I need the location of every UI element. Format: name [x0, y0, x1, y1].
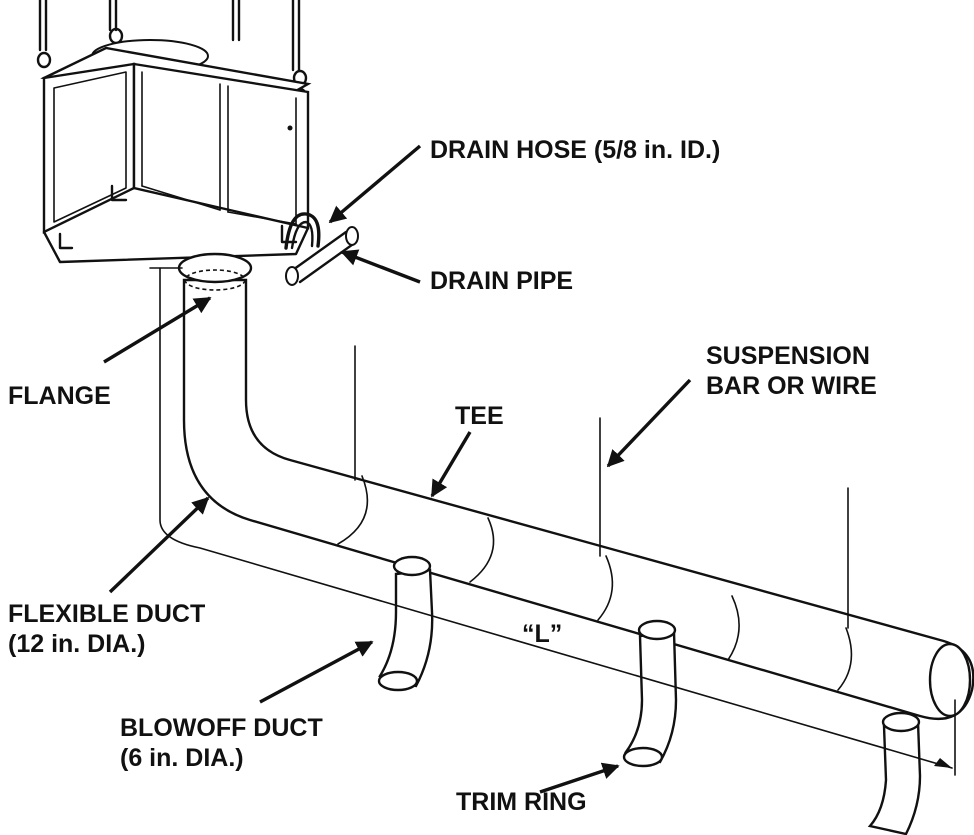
tee-label: TEE [455, 402, 504, 430]
drain-hose-and-pipe [284, 212, 359, 286]
flange-label: FLANGE [8, 382, 111, 410]
flexible-duct-assembly [177, 252, 974, 721]
flexible-duct-label-line2: (12 in. DIA.) [8, 630, 146, 658]
blowoff-ducts [377, 555, 922, 835]
length-label: “L” [522, 620, 562, 648]
drain-pipe-label: DRAIN PIPE [430, 267, 573, 295]
length-dimension [149, 267, 956, 776]
trim-ring-label: TRIM RING [456, 788, 587, 816]
leader-arrows [103, 144, 692, 794]
labels: DRAIN HOSE (5/8 in. ID.) DRAIN PIPE FLAN… [8, 136, 877, 816]
ceiling-unit [40, 39, 312, 264]
blowoff-duct-label-line2: (6 in. DIA.) [120, 744, 244, 772]
blowoff-duct-label-line1: BLOWOFF DUCT [120, 714, 323, 742]
suspension-label-line2: BAR OR WIRE [706, 372, 877, 400]
suspension-label-line1: SUSPENSION [706, 342, 870, 370]
suspension-wires [354, 345, 849, 629]
flexible-duct-label-line1: FLEXIBLE DUCT [8, 600, 205, 628]
drain-hose-label: DRAIN HOSE (5/8 in. ID.) [430, 136, 720, 164]
